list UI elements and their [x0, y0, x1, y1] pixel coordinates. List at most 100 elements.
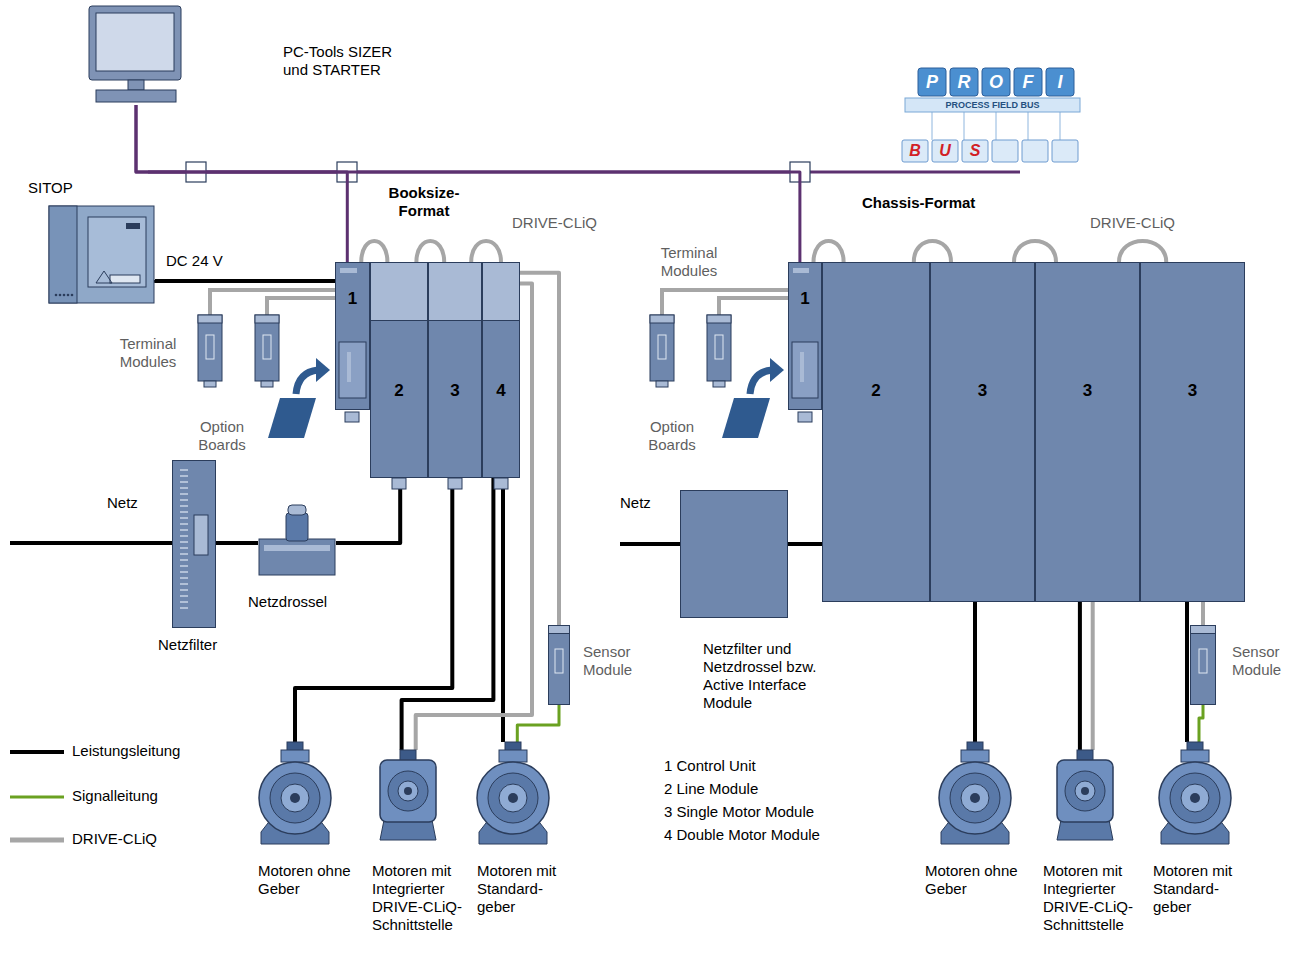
text-label: Option Boards [640, 418, 704, 454]
motor: Motoren ohne Geber [255, 742, 335, 846]
node-caption: PC-Tools SIZER und STARTER [283, 43, 413, 79]
terminal-module-top [707, 315, 731, 323]
insert-arrow [750, 370, 772, 394]
power-cable [501, 478, 505, 742]
motor-hub [1075, 781, 1095, 801]
motor-flange [1170, 773, 1220, 823]
option-board [268, 398, 316, 438]
node-caption: Motoren mit Standard-geber [477, 862, 572, 916]
logo-letter: R [950, 72, 978, 92]
modc-drawing [930, 262, 1035, 602]
drive-cliq-cable [1091, 602, 1095, 750]
psu-screw [71, 294, 74, 297]
filter-vent [180, 493, 188, 495]
logo-tile [918, 68, 946, 96]
power-cable [402, 478, 494, 750]
legend-text: Leistungsleitung [72, 742, 180, 760]
sensor-port [1199, 649, 1207, 673]
filter-vent [180, 523, 188, 525]
legend-line [10, 750, 64, 754]
sensor-drawing [548, 625, 570, 705]
cabinet-housing [931, 263, 1035, 602]
node-caption: SITOP [28, 179, 73, 197]
node-caption: Motoren mit Integrierter DRIVE-CLiQ-Schn… [1043, 862, 1141, 934]
motor-shaft [1081, 787, 1089, 795]
filter-vent [180, 487, 188, 489]
motor: Motoren ohne Geber [935, 742, 1015, 846]
cu-drawing [335, 262, 370, 410]
monitor-stand [128, 80, 144, 90]
motor-feet [380, 820, 436, 840]
reactor-band [264, 545, 330, 551]
line-filter: Netzfilter [172, 460, 216, 628]
modc-drawing [822, 262, 930, 602]
terminal-plug [261, 381, 273, 387]
text-label: Netz [620, 494, 651, 512]
filter-vent [180, 607, 188, 609]
logo-tile [1052, 140, 1078, 162]
filter-housing [173, 461, 216, 628]
filter-drawing [172, 460, 216, 628]
motors-drawing [376, 750, 440, 842]
filter-vent [180, 541, 188, 543]
filter-vent [180, 481, 188, 483]
motor: Motoren mit Standard-geber [470, 742, 556, 846]
drive-cliq-cable [814, 241, 844, 262]
filter-vent [180, 517, 188, 519]
module-number: 4 [482, 382, 520, 400]
module-housing [371, 263, 428, 478]
power-terminal [448, 478, 462, 489]
terminal-port [263, 335, 271, 359]
motor-shaft [290, 793, 300, 803]
node-caption: Sensor Module [583, 643, 645, 679]
drive-cliq-cable [267, 298, 335, 315]
motor-feet [1057, 820, 1113, 840]
motor-body [939, 762, 1011, 834]
choke-drawing [258, 505, 336, 581]
psu-side [49, 206, 77, 303]
signal-cable [1199, 705, 1203, 742]
monitor-screen [96, 13, 174, 71]
power-cable [788, 542, 822, 546]
filter-vent [180, 469, 188, 471]
motors-drawing [1053, 750, 1117, 842]
terminal-module [198, 315, 222, 381]
motor-body [380, 760, 436, 822]
terminal-plug [656, 381, 668, 387]
node-caption: Motoren ohne Geber [925, 862, 1020, 898]
aim-drawing [680, 490, 788, 618]
module-number: 1 [788, 290, 822, 308]
psu-front [88, 217, 146, 287]
node-caption: Sensor Module [1232, 643, 1290, 679]
node-caption: Netzfilter und Netzdrossel bzw. Active I… [703, 640, 833, 712]
module-number: 2 [822, 382, 930, 400]
sensor-module: Sensor Module [548, 625, 570, 705]
legend-line [10, 796, 64, 799]
motor-drawing [935, 742, 1015, 846]
mains-line [10, 541, 172, 545]
logo-tile [992, 140, 1018, 162]
cu-connector [345, 412, 359, 422]
module-number: 3 [1035, 382, 1140, 400]
cu-panel [339, 342, 366, 398]
motor-body [1057, 760, 1113, 822]
text-label: Chassis-Format [862, 194, 975, 212]
text-label: DRIVE-CLiQ [512, 214, 597, 232]
terminal-module-top [255, 315, 279, 323]
motor-neck [281, 750, 309, 762]
psu-label [126, 223, 140, 229]
pc-workstation: PC-Tools SIZER und STARTER [88, 5, 184, 105]
cu-connector [798, 412, 812, 422]
insert-arrowhead [316, 358, 330, 382]
logo-letter: U [932, 142, 958, 160]
motor-shaft [1190, 793, 1200, 803]
terminal-plug [713, 381, 725, 387]
logo-letter: I [1046, 72, 1074, 92]
sensor-top [1191, 626, 1216, 634]
filter-vent [180, 505, 188, 507]
filter-window [194, 515, 208, 555]
profibus-cable [136, 105, 800, 262]
text-label: Terminal Modules [650, 244, 728, 280]
power-cable [973, 602, 977, 742]
